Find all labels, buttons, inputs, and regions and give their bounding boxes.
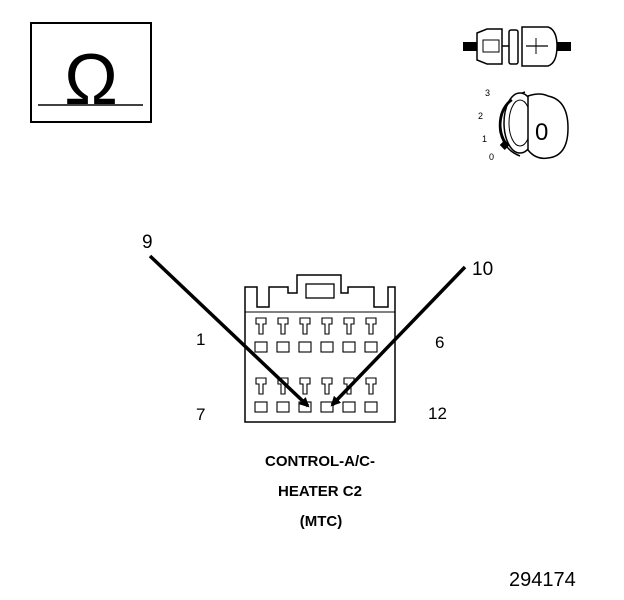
pin-latch-6: [365, 317, 377, 335]
pin-cavity-2: [276, 341, 290, 353]
pin-cavity-12: [364, 401, 378, 413]
connector-pin-grid: [254, 317, 378, 413]
pin-latch-3: [299, 317, 311, 335]
pin-latch-5: [343, 317, 355, 335]
pin-cavity-5: [342, 341, 356, 353]
pin-cavity-10: [320, 401, 334, 413]
connector-title-line1: CONTROL-A/C-: [265, 453, 375, 470]
pin-latch-2: [277, 317, 289, 335]
connector-title-line2: HEATER C2: [278, 483, 362, 500]
pin-latch-1: [255, 317, 267, 335]
callout-9: 9: [142, 232, 153, 253]
pin-label-6: 6: [435, 333, 444, 352]
pin-label-12: 12: [428, 404, 447, 423]
pin-cavity-11: [342, 401, 356, 413]
figure-number: 294174: [509, 569, 576, 591]
callout-10: 10: [472, 259, 493, 280]
ignition-position-2: 2: [478, 111, 483, 121]
pin-cavity-3: [298, 341, 312, 353]
disconnect-connector-icon: [463, 26, 571, 67]
pin-cavity-6: [364, 341, 378, 353]
connector-title-line3: (MTC): [300, 513, 342, 530]
pin-cavity-1: [254, 341, 268, 353]
ohmmeter-icon: Ω: [30, 22, 152, 123]
pin-latch-9: [299, 377, 311, 395]
pin-cavity-4: [320, 341, 334, 353]
ignition-position-3: 3: [485, 88, 490, 98]
callout-9-arrow: [148, 254, 310, 408]
pin-latch-10: [321, 377, 333, 395]
pin-latch-7: [255, 377, 267, 395]
ignition-position-1: 1: [482, 134, 487, 144]
pin-label-7: 7: [196, 405, 205, 424]
pin-cavity-8: [276, 401, 290, 413]
pin-label-1: 1: [196, 330, 205, 349]
pin-cavity-7: [254, 401, 268, 413]
callout-10-arrow: [330, 265, 467, 407]
ignition-position-0: 0: [489, 152, 494, 162]
pin-latch-12: [365, 377, 377, 395]
pin-latch-4: [321, 317, 333, 335]
key-position-label: 0: [535, 119, 548, 146]
ignition-key-off-icon: 3 2 1 0 0: [478, 88, 569, 162]
ohm-symbol: Ω: [64, 40, 118, 120]
